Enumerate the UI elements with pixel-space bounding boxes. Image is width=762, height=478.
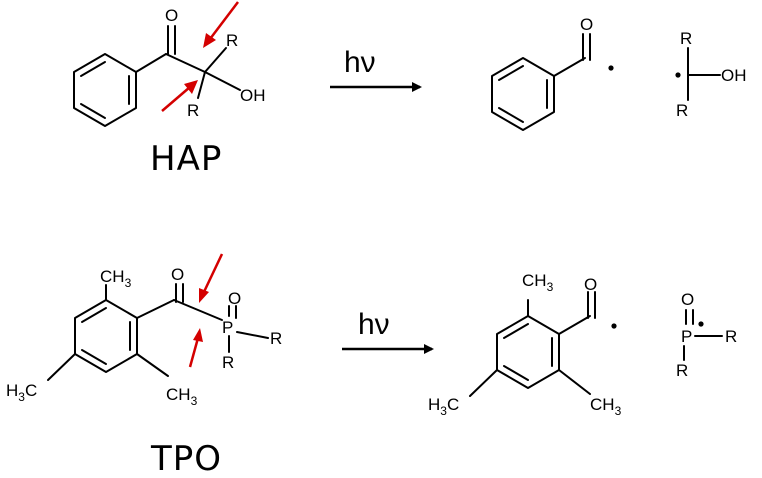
phosphinoyl-radical: O P R R <box>676 290 737 380</box>
hap-r-top: R <box>226 31 238 50</box>
hap-carbonyl: O <box>135 6 206 73</box>
phosphinoyl-radical-dot <box>698 321 704 327</box>
tpo-cleavage-arrows <box>188 253 224 368</box>
phosphinoyl-r-right: R <box>725 327 737 346</box>
phosphinoyl-oxygen: O <box>681 290 694 309</box>
hap-light-condition: hν <box>344 46 376 79</box>
phosphinoyl-phosphorus: P <box>681 327 692 346</box>
ketyl-radical: R R OH <box>675 29 747 120</box>
ketyl-r-top: R <box>680 29 692 48</box>
benzoyl-oxygen: O <box>580 15 593 34</box>
mesitoyl-methyl-bottom: CH3 <box>590 395 622 418</box>
tpo-methyl-left: H3C <box>6 381 37 404</box>
tpo-phosphine-oxide: P O R R <box>222 289 282 372</box>
tpo-reaction-arrow: hν <box>342 308 434 354</box>
mesitoyl-radical-dot <box>611 323 617 329</box>
mesitoyl-oxygen: O <box>584 275 597 294</box>
tpo-methyl-bottom: CH3 <box>166 385 198 408</box>
mesitoyl-methyl-top: CH3 <box>522 271 554 294</box>
hap-benzene-ring <box>73 53 137 127</box>
hap-reactant: O R R OH <box>73 1 266 127</box>
hap-hydroxyl: OH <box>240 86 266 105</box>
phosphinoyl-r-bottom: R <box>676 361 688 380</box>
benzoyl-radical: O <box>491 15 614 131</box>
tpo-carbonyl-oxygen: O <box>171 265 184 284</box>
hap-carbonyl-oxygen: O <box>165 6 178 25</box>
ketyl-r-bottom: R <box>676 101 688 120</box>
mesitoyl-radical: O CH3 H3C CH3 <box>428 271 622 418</box>
hap-reaction-arrow: hν <box>330 46 422 92</box>
ketyl-hydroxyl: OH <box>721 66 747 85</box>
tpo-phosphorus: P <box>222 318 233 337</box>
tpo-light-condition: hν <box>358 308 390 341</box>
tpo-carbonyl: O <box>136 265 223 321</box>
tpo-reactant: CH3 H3C CH3 O P O R R <box>6 253 282 408</box>
tpo-mesityl-ring: CH3 H3C CH3 <box>6 267 198 408</box>
tpo-phosphoryl-oxygen: O <box>228 289 241 308</box>
tpo-r-bottom: R <box>222 353 234 372</box>
hap-label: HAP <box>150 139 222 179</box>
ketyl-radical-dot <box>675 72 681 78</box>
tpo-methyl-top: CH3 <box>100 267 132 290</box>
tpo-r-right: R <box>270 329 282 348</box>
hap-quaternary-carbon: R R OH <box>187 31 266 120</box>
hap-cleavage-arrows <box>161 1 239 112</box>
mesitoyl-methyl-left: H3C <box>428 395 459 418</box>
hap-r-bottom: R <box>187 101 199 120</box>
tpo-label: TPO <box>150 439 222 478</box>
benzoyl-radical-dot <box>608 65 614 71</box>
